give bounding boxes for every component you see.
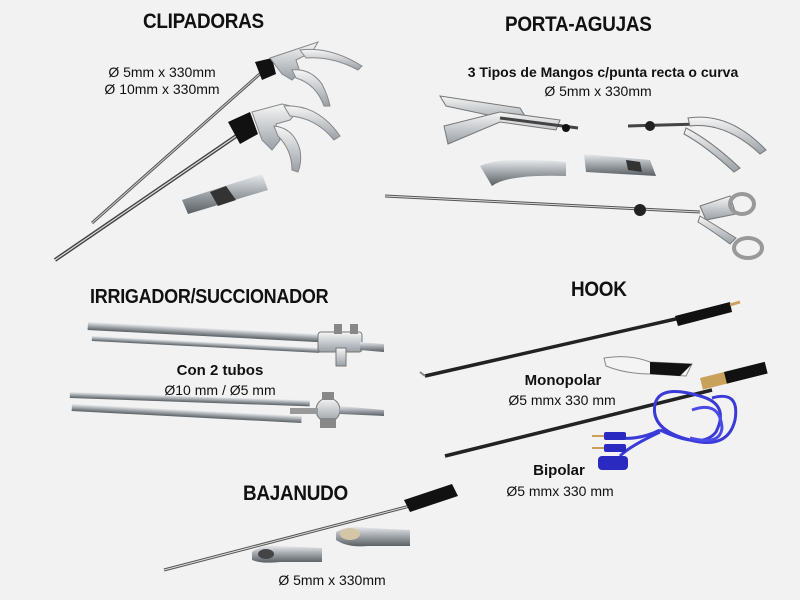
irrigador-spec: Ø10 mm / Ø5 mm: [164, 382, 276, 398]
porta-agujas-title: PORTA-AGUJAS: [505, 13, 652, 36]
needle-holder-long: [384, 192, 764, 260]
irrigador-subtitle: Con 2 tubos: [176, 362, 264, 379]
irrigador-title: IRRIGADOR/SUCCIONADOR: [90, 286, 329, 308]
needle-holder-handle-2: [627, 116, 767, 173]
hook-monopolar-label: Monopolar: [524, 372, 602, 389]
clipadoras-spec-10mm: Ø 10mm x 330mm: [104, 81, 220, 97]
bipolar-cable: [592, 390, 738, 470]
knot-pusher-tip-detail-2: [252, 545, 322, 563]
porta-agujas-spec: Ø 5mm x 330mm: [544, 83, 652, 99]
hook-monopolar: [419, 300, 741, 378]
hook-monopolar-spec: Ø5 mmx 330 mm: [508, 392, 616, 408]
clip-jaw-detail: [182, 174, 268, 214]
needle-holder-tip-detail-2: [584, 154, 656, 176]
clip-applier-10mm: [53, 103, 341, 262]
hook-bipolar: [444, 361, 768, 458]
clip-applier-5mm: [91, 41, 363, 225]
hook-tip-detail: [603, 356, 693, 377]
bajanudo-spec: Ø 5mm x 330mm: [278, 572, 386, 588]
hook-bipolar-label: Bipolar: [533, 462, 585, 479]
clipadoras-specs: Ø 5mm x 330mm Ø 10mm x 330mm: [92, 64, 232, 98]
needle-holder-tip-detail-1: [480, 159, 566, 186]
hook-title: HOOK: [571, 278, 627, 301]
irrigator-10mm: [87, 322, 384, 367]
porta-agujas-subtitle: 3 Tipos de Mangos c/punta recta o curva: [467, 64, 739, 80]
needle-holder-handle-1: [439, 95, 579, 145]
knot-pusher: [163, 484, 458, 572]
knot-pusher-tip-detail-1: [336, 526, 410, 547]
clipadoras-title: CLIPADORAS: [143, 10, 264, 33]
hook-bipolar-spec: Ø5 mmx 330 mm: [506, 483, 614, 499]
irrigator-5mm: [69, 391, 384, 428]
bajanudo-title: BAJANUDO: [243, 482, 348, 505]
clipadoras-spec-5mm: Ø 5mm x 330mm: [108, 64, 216, 80]
